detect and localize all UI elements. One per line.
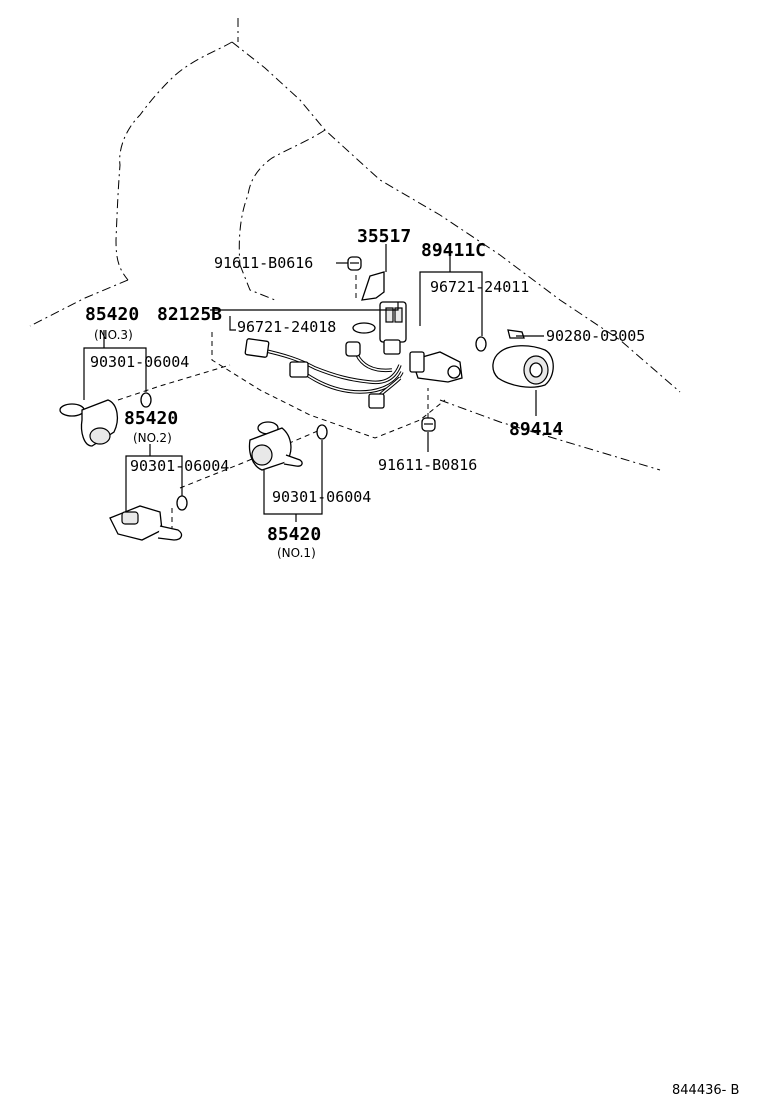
valve-body-outline — [117, 332, 446, 489]
callout-82125b: 82125B — [157, 304, 222, 325]
callout-90280-03005: 90280-03005 — [546, 327, 645, 345]
bolts — [347, 256, 436, 432]
label-no3: (NO.3) — [94, 328, 133, 342]
solenoid-no2 — [109, 495, 188, 541]
callout-35517: 35517 — [357, 226, 411, 247]
callout-85420-no1: 85420 — [267, 524, 321, 545]
callout-90301-06004-no3: 90301-06004 — [90, 353, 189, 371]
callout-91611-b0616: 91611-B0616 — [214, 254, 313, 272]
solenoid-no1 — [248, 421, 328, 471]
callout-89411c: 89411C — [421, 240, 486, 261]
label-no2: (NO.2) — [133, 431, 172, 445]
callout-91611-b0816: 91611-B0816 — [378, 456, 477, 474]
callout-89414: 89414 — [509, 419, 563, 440]
wire-harness — [244, 301, 407, 409]
speed-sensor — [409, 336, 487, 383]
leader-lines — [83, 244, 544, 522]
callout-85420-no2: 85420 — [124, 408, 178, 429]
callout-90301-06004-no1: 90301-06004 — [272, 488, 371, 506]
callout-96721-24011: 96721-24011 — [430, 278, 529, 296]
solenoid-no3 — [59, 392, 152, 447]
bracket — [355, 271, 385, 301]
callout-96721-24018: 96721-24018 — [237, 318, 336, 336]
sensor-89414 — [492, 329, 554, 388]
callout-85420-no3: 85420 — [85, 304, 139, 325]
transmission-outline — [29, 18, 681, 471]
callout-90301-06004-no2: 90301-06004 — [130, 457, 229, 475]
label-no1: (NO.1) — [277, 546, 316, 560]
figure-code: 844436- B — [672, 1083, 739, 1098]
